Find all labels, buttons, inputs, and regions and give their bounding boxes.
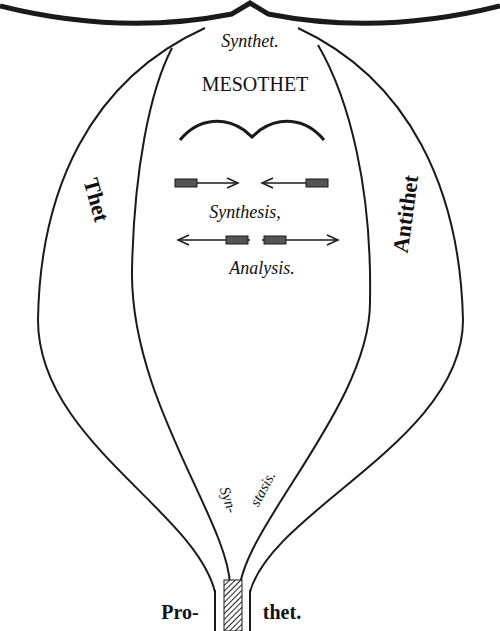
- process-label: Synthesis,: [209, 203, 281, 221]
- stem-line: [214, 590, 216, 631]
- brace-symbol: [180, 121, 324, 140]
- analysis-arrows: [178, 235, 338, 245]
- process-label: Analysis.: [229, 259, 295, 277]
- band-label: Antithet: [390, 174, 423, 255]
- synthesis-arrows: [175, 178, 328, 188]
- region-heading: MESOTHET: [202, 74, 309, 94]
- outer-left-curve: [38, 28, 215, 592]
- apex-label: Synthet.: [221, 32, 278, 50]
- stem-label: Syn-: [217, 485, 240, 515]
- band-label: Thet: [79, 176, 112, 224]
- inner-left-curve: [132, 48, 230, 585]
- base-label: Pro-: [161, 602, 198, 622]
- stem-label: stasis.: [248, 469, 279, 509]
- top-band: [0, 3, 500, 23]
- stem-line: [249, 590, 251, 631]
- outer-right-curve: [250, 28, 463, 592]
- stem-trunk: [224, 580, 242, 631]
- base-label: thet.: [263, 602, 301, 622]
